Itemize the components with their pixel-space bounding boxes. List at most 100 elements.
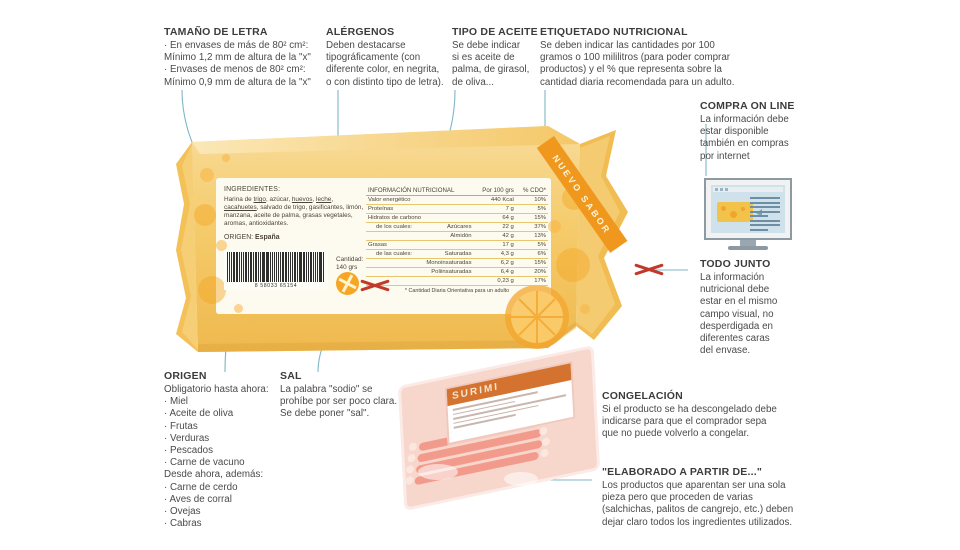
note-line: campo visual, no: [700, 308, 774, 320]
origen-label: ORIGEN:: [224, 234, 254, 242]
mini-package: [717, 202, 753, 222]
note-line: Mínimo 1,2 mm de altura de la "x": [164, 52, 311, 64]
note-etiquetado-nutricional: ETIQUETADO NUTRICIONAL Se deben indicar …: [540, 26, 770, 89]
note-line: Deben destacarse: [326, 40, 406, 51]
barcode-bar: [230, 252, 232, 282]
barcode-bar: [227, 252, 228, 282]
barcode-bar: [241, 252, 242, 282]
barcode-bar: [302, 252, 304, 282]
note-line: cantidad diaria recomendada para un adul…: [540, 76, 735, 88]
note-line: La palabra "sodio" se: [280, 384, 373, 395]
decor-bubble: [548, 220, 561, 233]
note-line: · Miel: [164, 396, 188, 408]
note-line: diferente color, en negrita,: [326, 64, 440, 76]
monitor-screen: [704, 178, 792, 240]
ingredients-text: Harina de trigo, azúcar, huevos, leche, …: [224, 196, 364, 228]
note-body: · En envases de más de 80² cm²: Mínimo 1…: [164, 40, 314, 89]
note-line: · Frutas: [164, 420, 198, 432]
surimi-gloss: [504, 472, 538, 486]
barcode-bars: [224, 250, 328, 282]
note-tamano-letra: TAMAÑO DE LETRA · En envases de más de 8…: [164, 26, 314, 89]
nutrition-table-panel: INFORMACIÓN NUTRICIONAL Por 100 grs % CD…: [366, 186, 548, 294]
nutrition-row-pct: 15%: [515, 213, 548, 223]
origen-line: ORIGEN: España: [224, 234, 364, 242]
note-line: dejar claro todos los ingredientes utili…: [602, 516, 793, 528]
note-line: Los productos que aparentan ser una sola: [602, 480, 786, 491]
note-line: que no puede volverlo a congelar.: [602, 428, 750, 440]
decor-bubble: [216, 240, 227, 251]
note-line: palma, de girasol,: [452, 64, 530, 76]
orange-slice-decor: [505, 285, 569, 349]
nutrition-row-amount: 440 Kcal: [473, 195, 516, 205]
barcode-bar: [277, 252, 279, 282]
note-line: diferentes caras: [700, 333, 770, 345]
nutrition-row-amount: 6,2 g: [473, 258, 516, 268]
note-body: Obligatorio hasta ahora:· Miel· Aceite d…: [164, 384, 284, 530]
note-line: · Carne de vacuno: [164, 457, 245, 469]
barcode-bar: [291, 252, 294, 282]
barcode-bar: [286, 252, 287, 282]
note-line: · Ovejas: [164, 506, 201, 518]
note-line: gramos o 100 mililitros (para poder comp…: [540, 52, 731, 64]
note-line: estar en el mismo: [700, 296, 778, 308]
note-line: Se deben indicar las cantidades por 100: [540, 40, 715, 51]
note-line: prohíbe por ser poco clara.: [280, 396, 398, 408]
monitor-neck: [740, 240, 756, 246]
barcode-bar: [232, 252, 235, 282]
barcode-bar: [238, 252, 241, 282]
nutrition-row-label: Valor energético: [366, 195, 474, 205]
nutrition-row-label: Almidón: [366, 231, 474, 241]
note-origen: ORIGEN Obligatorio hasta ahora:· Miel· A…: [164, 370, 284, 530]
barcode-bar: [287, 252, 290, 282]
allergen-leche: leche: [316, 196, 332, 204]
note-title: ORIGEN: [164, 370, 207, 382]
decor-bubble: [556, 248, 590, 282]
barcode-bar: [316, 252, 318, 282]
monitor-base: [728, 246, 768, 250]
note-line: de oliva...: [452, 76, 494, 88]
barcode-bar: [275, 252, 277, 282]
note-line: · En envases de más de 80² cm²:: [164, 40, 309, 51]
allergen-huevos: huevos: [291, 196, 313, 204]
note-line: La información debe: [700, 114, 789, 125]
note-line: por internet: [700, 150, 750, 162]
computer-illustration: [700, 178, 796, 252]
nutrition-title: INFORMACIÓN NUTRICIONAL: [366, 186, 474, 196]
barcode-bar: [284, 252, 286, 282]
nutrition-row-pct: 37%: [515, 222, 548, 232]
barcode-number: 8 58033 65154: [254, 283, 298, 289]
decor-bubble: [194, 204, 216, 226]
barcode-bar: [263, 252, 265, 282]
note-line: indicarse para que el comprador sepa: [602, 416, 767, 428]
nutrition-table: INFORMACIÓN NUTRICIONAL Por 100 grs % CD…: [366, 186, 548, 286]
barcode-bar: [258, 252, 260, 282]
barcode-bar: [265, 252, 267, 282]
surimi-gloss: [418, 464, 458, 480]
barcode-bar: [323, 252, 324, 282]
note-title: SAL: [280, 370, 302, 382]
barcode-bar: [294, 252, 297, 282]
barcode-bar: [228, 252, 230, 282]
note-title: COMPRA ON LINE: [700, 100, 795, 112]
note-title: TODO JUNTO: [700, 258, 771, 270]
nutrition-row-amount: 6,4 g: [473, 267, 516, 277]
note-line: desperdigada en: [700, 320, 773, 332]
nutrition-col-amount: Por 100 grs: [473, 186, 516, 196]
barcode-bar: [300, 252, 302, 282]
barcode-bar: [297, 252, 298, 282]
x-mark-sal: [360, 276, 390, 292]
note-title: TIPO DE ACEITE: [452, 26, 538, 38]
nutrition-row-label: Grasas: [366, 240, 474, 250]
note-line: · Aceite de oliva: [164, 408, 234, 420]
